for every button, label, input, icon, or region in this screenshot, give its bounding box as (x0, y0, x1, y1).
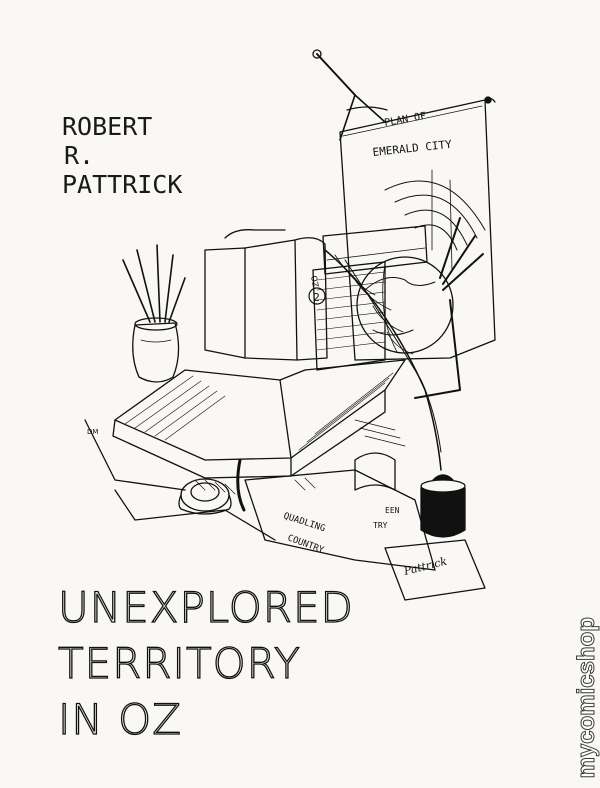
scroll-label-een: EEN (385, 506, 400, 515)
book-title: UNEXPLORED TERRITORY IN OZ (57, 580, 354, 748)
book-volume-number: 2 (313, 291, 320, 304)
drawing-compass (312, 49, 388, 141)
title-line-3: IN OZ (57, 694, 182, 744)
title-line-2: TERRITORY (57, 638, 301, 688)
book-spine-label: OZ (309, 275, 320, 289)
wax-seal (178, 478, 232, 515)
scroll-label-try: TRY (373, 521, 388, 530)
map-label-plan-of: PLAN OF (384, 111, 427, 129)
author-line-2: R. (64, 141, 95, 170)
author-line-1: ROBERT (62, 112, 153, 141)
site-watermark: mycomicshop (573, 0, 600, 788)
shading-hatch (194, 419, 406, 495)
map-label-emerald-city: EMERALD CITY (372, 138, 453, 159)
desk-illustration: PLAN OF EMERALD CITY (84, 49, 496, 601)
open-book (112, 359, 406, 512)
scroll-label-quadling: QUADLING (282, 511, 326, 534)
pencil-pot (122, 244, 186, 383)
book-stack: 2 OZ (204, 225, 428, 371)
artist-signature: Pattrick (402, 555, 449, 579)
author-name: ROBERT R. PATTRICK (62, 112, 182, 199)
quill-and-inkwell (324, 249, 466, 538)
author-line-3: PATTRICK (62, 170, 183, 199)
title-line-1: UNEXPLORED (57, 582, 354, 632)
watermark-text: mycomicshop (573, 616, 600, 778)
scroll-label-country: COUNTRY (286, 533, 326, 556)
globe (356, 256, 461, 399)
artist-monogram: DM (87, 428, 98, 436)
map-poster: PLAN OF EMERALD CITY (339, 96, 496, 361)
